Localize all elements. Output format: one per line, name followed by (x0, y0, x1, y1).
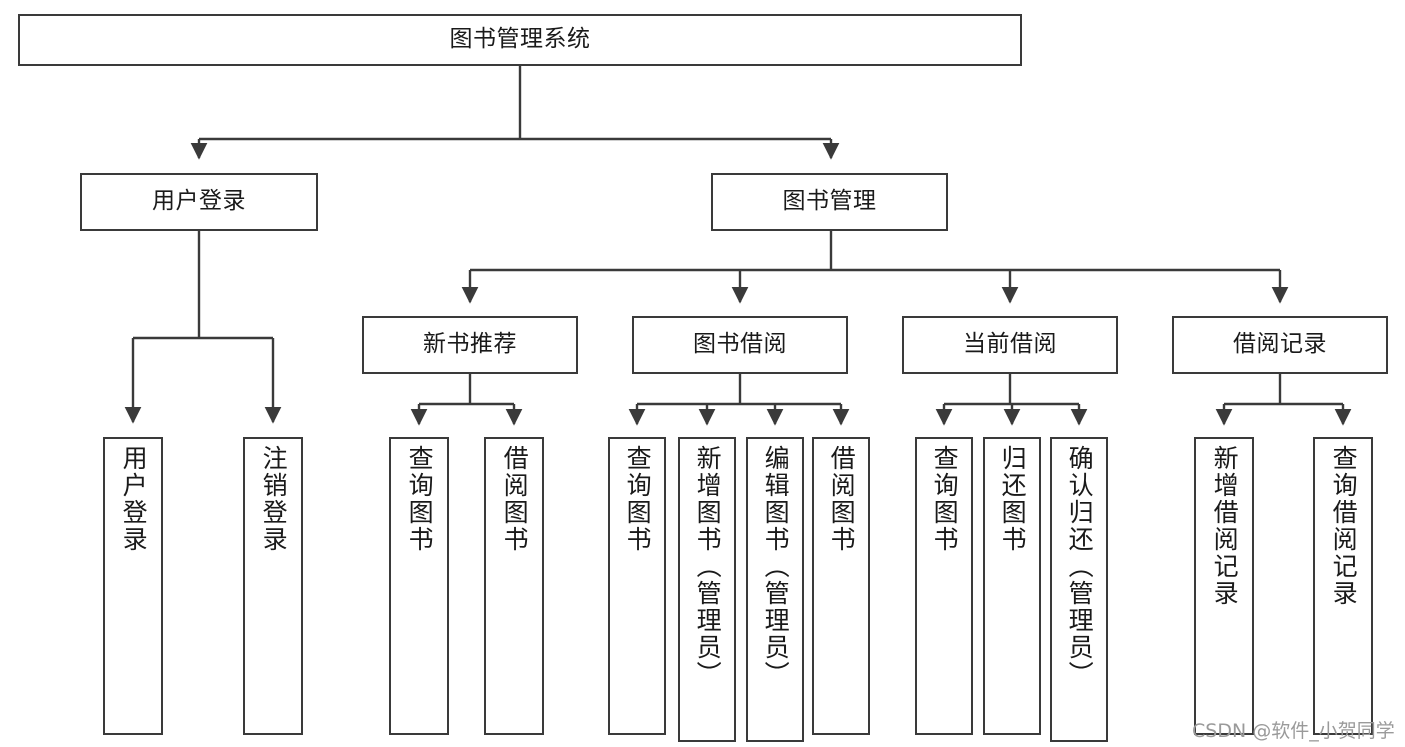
edge-user-login-to-leaves (124, 231, 282, 424)
node-leaf-query-book-borrow[interactable]: 查询图书 (608, 437, 666, 735)
node-label: 查询借阅记录 (1329, 445, 1359, 607)
node-label: 新书推荐 (423, 331, 517, 358)
node-leaf-add-book-admin[interactable]: 新增图书（管理员） (678, 437, 736, 742)
node-leaf-return-book[interactable]: 归还图书 (983, 437, 1041, 735)
node-label: 当前借阅 (963, 331, 1057, 358)
node-label: 归还图书 (998, 445, 1028, 553)
node-label: 查询图书 (930, 445, 960, 553)
node-label: 查询图书 (405, 445, 435, 553)
node-leaf-query-borrow-record[interactable]: 查询借阅记录 (1313, 437, 1373, 735)
node-leaf-confirm-return-admin[interactable]: 确认归还（管理员） (1050, 437, 1108, 742)
node-leaf-user-login[interactable]: 用户登录 (103, 437, 163, 735)
node-leaf-borrow-book-recommend[interactable]: 借阅图书 (484, 437, 544, 735)
node-label: 图书管理 (782, 188, 877, 215)
edge-new-book-recommend-to-leaves (410, 374, 523, 426)
edge-current-borrow-to-leaves (935, 374, 1088, 426)
node-label: 编辑图书（管理员） (761, 445, 791, 688)
node-label: 图书管理系统 (449, 26, 591, 53)
node-leaf-logout[interactable]: 注销登录 (243, 437, 303, 735)
node-current-borrow[interactable]: 当前借阅 (902, 316, 1118, 374)
node-book-borrow[interactable]: 图书借阅 (632, 316, 848, 374)
node-label: 用户登录 (152, 188, 246, 215)
node-leaf-query-book-recommend[interactable]: 查询图书 (389, 437, 449, 735)
node-root[interactable]: 图书管理系统 (18, 14, 1022, 66)
edge-book-management-to-level3 (461, 231, 1289, 304)
node-leaf-edit-book-admin[interactable]: 编辑图书（管理员） (746, 437, 804, 742)
node-label: 确认归还（管理员） (1065, 445, 1095, 688)
node-label: 注销登录 (259, 445, 289, 553)
node-label: 新增图书（管理员） (693, 445, 723, 688)
node-book-management[interactable]: 图书管理 (711, 173, 948, 231)
edge-borrow-record-to-leaves (1215, 374, 1352, 426)
edge-book-borrow-to-leaves (628, 374, 850, 426)
watermark: CSDN @软件_小贺同学 (1192, 720, 1395, 742)
node-user-login[interactable]: 用户登录 (80, 173, 318, 231)
node-label: 借阅图书 (500, 445, 530, 553)
node-label: 用户登录 (119, 445, 149, 553)
node-leaf-add-borrow-record[interactable]: 新增借阅记录 (1194, 437, 1254, 735)
node-label: 图书借阅 (693, 331, 787, 358)
node-label: 查询图书 (623, 445, 653, 553)
edge-root-to-level2 (190, 66, 840, 160)
node-leaf-query-book-current[interactable]: 查询图书 (915, 437, 973, 735)
node-label: 借阅记录 (1233, 331, 1327, 358)
node-label: 新增借阅记录 (1210, 445, 1240, 607)
node-new-book-recommend[interactable]: 新书推荐 (362, 316, 578, 374)
node-borrow-record[interactable]: 借阅记录 (1172, 316, 1388, 374)
node-leaf-borrow-book[interactable]: 借阅图书 (812, 437, 870, 735)
node-label: 借阅图书 (827, 445, 857, 553)
